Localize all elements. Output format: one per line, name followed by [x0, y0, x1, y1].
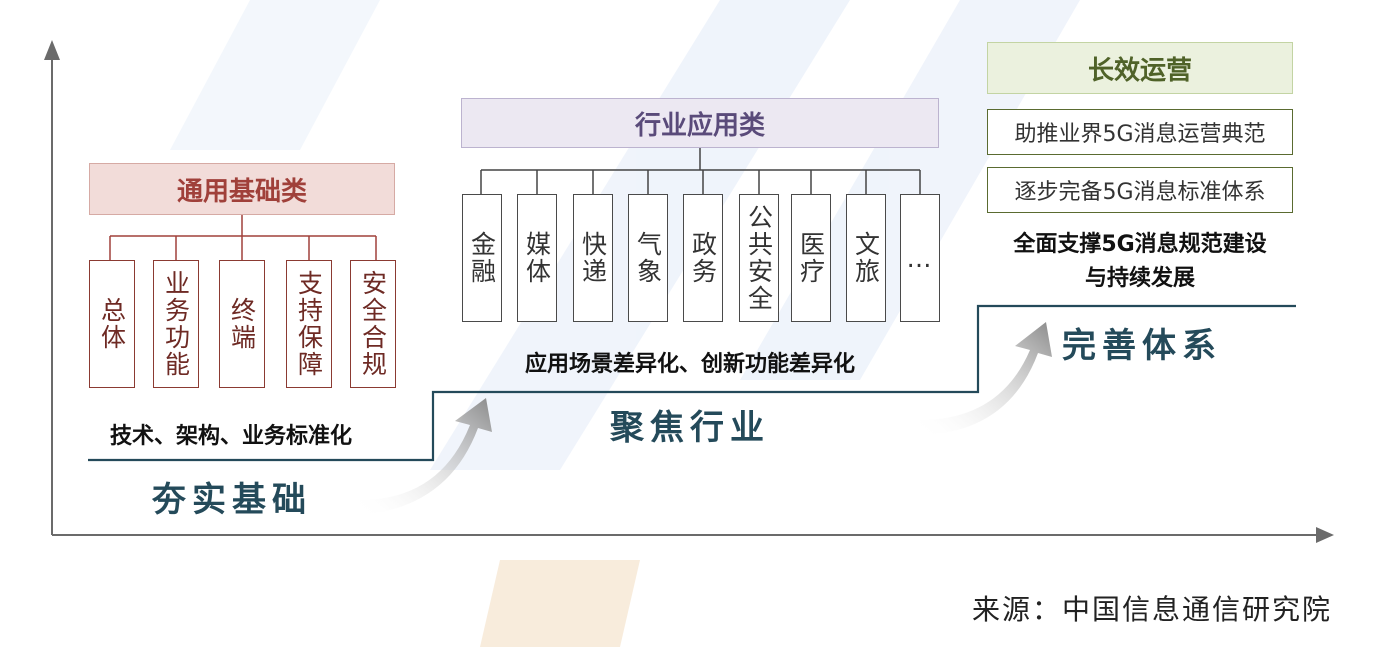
operation-caption-line-2: 与持续发展 [1084, 266, 1195, 291]
operation-caption: 全面支撑5G消息规范建设 与持续发展 [987, 228, 1293, 296]
progress-arrow-1 [360, 398, 492, 515]
general-caption: 技术、架构、业务标准化 [110, 424, 353, 449]
operation-caption-line-1: 全面支撑5G消息规范建设 [1013, 232, 1267, 257]
industry-item-express: 快递 [573, 194, 613, 322]
operation-item-benchmark: 助推业界5G消息运营典范 [987, 109, 1293, 155]
industry-category-header: 行业应用类 [461, 98, 939, 148]
industry-item-culture-tourism: 文旅 [846, 194, 886, 322]
operation-item-standard-system: 逐步完备5G消息标准体系 [987, 167, 1293, 213]
general-item-business-function: 业务功能 [153, 260, 199, 388]
general-item-security-compliance: 安全合规 [350, 260, 396, 388]
industry-item-finance: 金融 [462, 194, 502, 322]
stage-title-foundation: 夯实基础 [152, 480, 312, 520]
industry-item-government: 政务 [683, 194, 723, 322]
stage-title-system: 完善体系 [1062, 326, 1222, 366]
general-item-terminal: 终端 [219, 260, 265, 388]
axes [44, 40, 1334, 543]
industry-item-weather: 气象 [628, 194, 668, 322]
general-connectors [109, 215, 377, 260]
general-item-support: 支持保障 [286, 260, 332, 388]
industry-item-medical: 医疗 [791, 194, 831, 322]
industry-item-more: … [900, 194, 940, 322]
stage-title-industry: 聚焦行业 [610, 408, 770, 448]
operation-category-header: 长效运营 [987, 42, 1293, 94]
industry-item-media: 媒体 [517, 194, 557, 322]
industry-caption: 应用场景差异化、创新功能差异化 [525, 352, 856, 377]
industry-item-public-safety: 公共安全 [739, 194, 779, 322]
source-note: 来源：中国信息通信研究院 [972, 593, 1333, 626]
step-line [88, 304, 1296, 462]
industry-connectors [480, 148, 921, 194]
general-category-header: 通用基础类 [89, 163, 395, 215]
general-item-overall: 总体 [89, 260, 135, 388]
progress-arrow-2 [920, 322, 1052, 435]
